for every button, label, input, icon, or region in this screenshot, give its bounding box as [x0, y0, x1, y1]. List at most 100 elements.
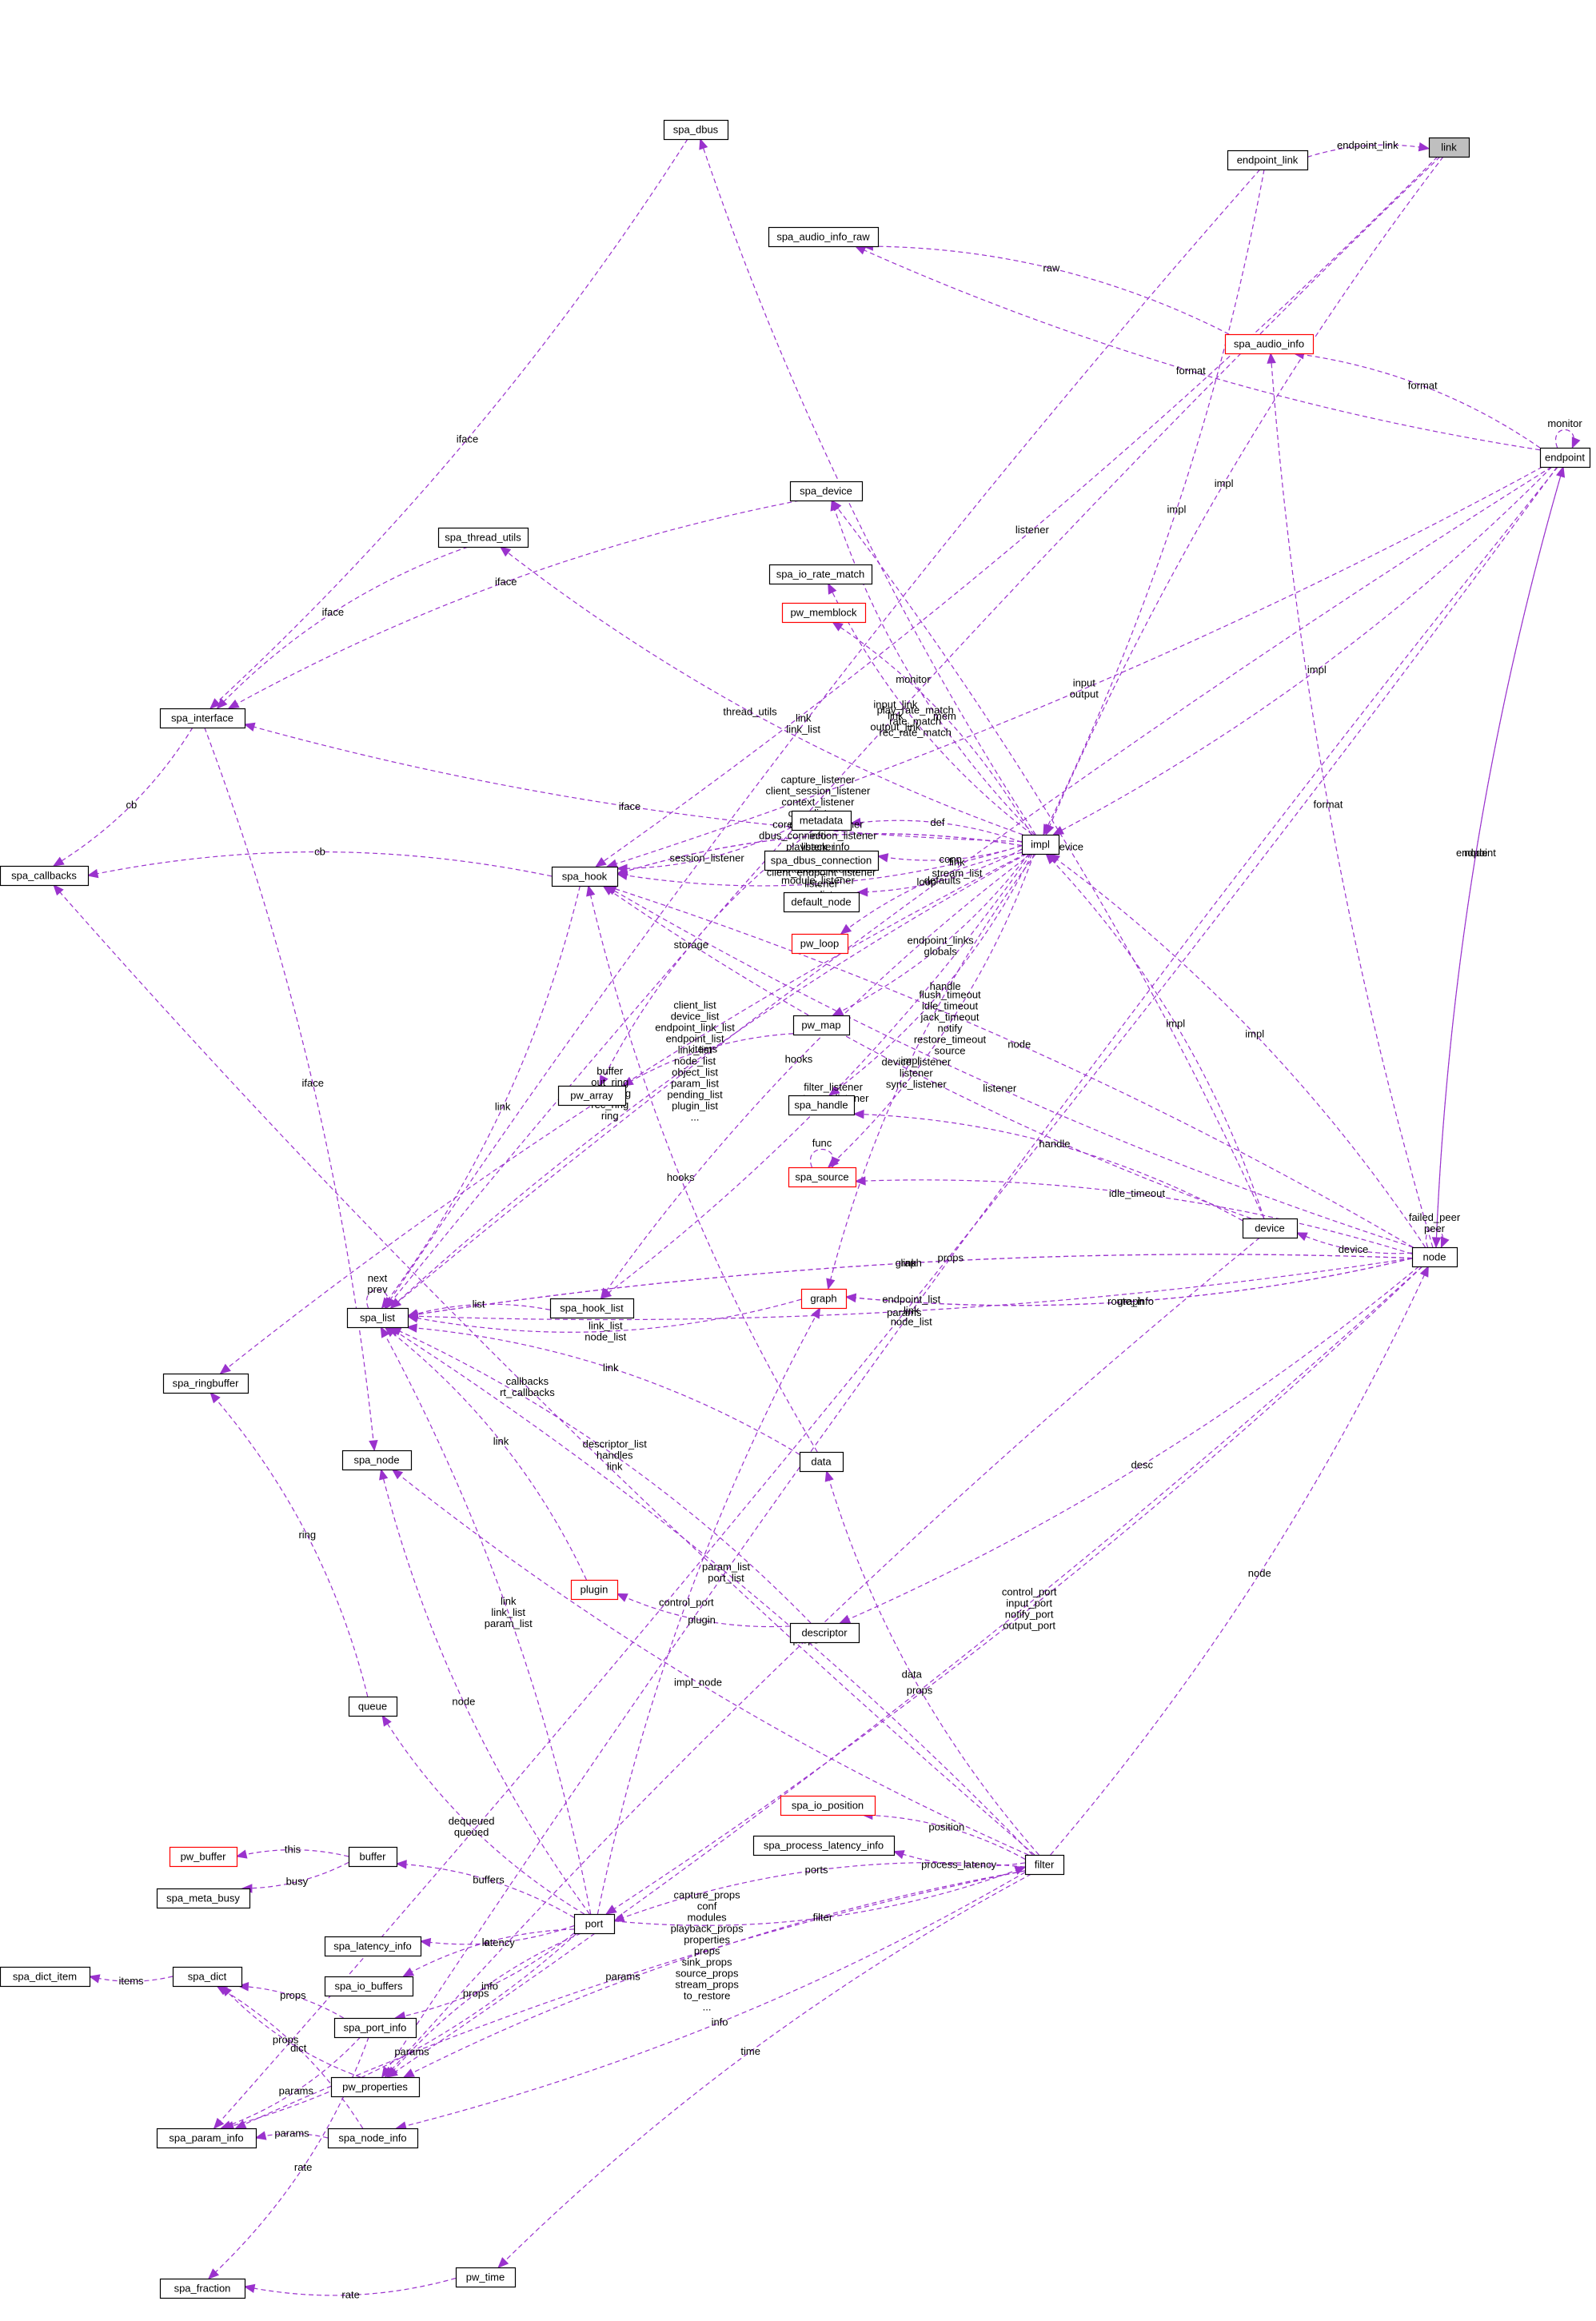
node-endpoint[interactable]: endpoint — [1539, 447, 1591, 469]
node-box — [780, 1795, 876, 1817]
node-pw_map[interactable]: pw_map — [792, 1015, 851, 1036]
edge-label: storage — [674, 939, 708, 951]
node-label: pw_properties — [342, 2081, 408, 2093]
node-spa_callbacks[interactable]: spa_callbacks — [0, 865, 90, 887]
node-spa_hook_list[interactable]: spa_hook_list — [549, 1298, 635, 1319]
node-spa_latency_info[interactable]: spa_latency_info — [324, 1936, 422, 1957]
node-spa_fraction[interactable]: spa_fraction — [159, 2278, 246, 2299]
node-pw_array[interactable]: pw_array — [557, 1085, 627, 1107]
node-spa_dict[interactable]: spa_dict — [172, 1966, 243, 1988]
node-pw_loop[interactable]: pw_loop — [791, 933, 849, 955]
edge-label: params — [887, 1306, 922, 1318]
edge-label: node_list — [891, 1316, 932, 1328]
node-spa_meta_busy[interactable]: spa_meta_busy — [156, 1888, 251, 1909]
edge-label: handles — [597, 1449, 633, 1461]
node-spa_io_rate_match[interactable]: spa_io_rate_match — [768, 564, 873, 585]
node-label: pw_loop — [800, 938, 839, 950]
edge-label: control_port — [1002, 1586, 1057, 1598]
node-label: pw_time — [466, 2271, 505, 2283]
edge-label: client_list — [673, 999, 716, 1011]
edge-arrowhead — [595, 857, 607, 867]
edge-arrowhead — [699, 138, 708, 150]
node-box — [764, 850, 880, 871]
edge-label: link — [495, 1101, 511, 1113]
edge-label: data — [902, 1669, 923, 1681]
node-spa_dbus_connection[interactable]: spa_dbus_connection — [764, 850, 880, 871]
node-queue[interactable]: queue — [348, 1696, 398, 1717]
edge-label: time — [740, 2045, 760, 2057]
node-spa_source[interactable]: spa_source — [788, 1166, 857, 1188]
node-spa_handle[interactable]: spa_handle — [788, 1095, 856, 1116]
node-buffer[interactable]: buffer — [348, 1846, 398, 1868]
edge-label: iface — [322, 606, 344, 618]
edge-arrowhead — [616, 863, 628, 874]
edge-buffer-to-pw_buffer — [236, 1849, 349, 1857]
edge-label: link — [493, 1435, 509, 1447]
node-pw_memblock[interactable]: pw_memblock — [781, 602, 867, 624]
node-spa_io_position[interactable]: spa_io_position — [780, 1795, 876, 1817]
node-data[interactable]: data — [799, 1451, 844, 1473]
node-plugin[interactable]: plugin — [570, 1579, 619, 1601]
edge-label: jack_timeout — [920, 1011, 980, 1023]
node-graph[interactable]: graph — [800, 1288, 848, 1310]
edge-port-to-filter — [613, 1866, 1026, 1926]
edge-label: ... — [813, 885, 822, 897]
node-spa_param_info[interactable]: spa_param_info — [156, 2128, 257, 2149]
node-spa_dbus[interactable]: spa_dbus — [663, 119, 729, 141]
node-endpoint_link[interactable]: endpoint_link — [1227, 150, 1309, 171]
node-spa_node_info[interactable]: spa_node_info — [327, 2128, 419, 2149]
edge-label: hooks — [785, 1053, 813, 1065]
node-pw_time[interactable]: pw_time — [455, 2267, 517, 2288]
node-spa_list[interactable]: spa_list — [346, 1307, 409, 1329]
node-device[interactable]: device — [1242, 1218, 1299, 1239]
edge-label: peer — [1424, 1222, 1446, 1234]
edge-arrowhead — [824, 1470, 834, 1482]
edge-metadata-to-pw_array — [599, 829, 814, 1087]
node-spa_hook[interactable]: spa_hook — [551, 866, 619, 887]
edge-label: loop — [916, 876, 936, 888]
node-filter[interactable]: filter — [1024, 1854, 1065, 1876]
edge-descriptor-to-plugin — [616, 1593, 791, 1628]
edge-arrowhead — [586, 884, 596, 897]
edge-label: source_props — [676, 1968, 739, 1980]
edge-arrowhead — [237, 1982, 249, 1992]
node-pw_properties[interactable]: pw_properties — [330, 2076, 421, 2098]
node-spa_device[interactable]: spa_device — [789, 481, 864, 502]
node-spa_thread_utils[interactable]: spa_thread_utils — [437, 527, 529, 548]
node-spa_dict_item[interactable]: spa_dict_item — [0, 1966, 91, 1988]
node-spa_port_info[interactable]: spa_port_info — [333, 2017, 417, 2039]
node-label: spa_node — [353, 1454, 399, 1466]
edge-arrowhead — [402, 2068, 415, 2078]
node-spa_io_buffers[interactable]: spa_io_buffers — [324, 1976, 414, 1997]
edge-label: defaults — [924, 874, 961, 886]
edge-arrowhead — [497, 2257, 509, 2268]
node-metadata[interactable]: metadata — [791, 810, 852, 831]
node-impl[interactable]: impl — [1021, 834, 1060, 855]
edge-impl-to-spa_thread_utils — [500, 546, 1023, 835]
edge-arrowhead — [612, 1912, 625, 1922]
node-pw_buffer[interactable]: pw_buffer — [169, 1846, 238, 1868]
edge-label: props — [463, 1987, 489, 1999]
node-spa_audio_info[interactable]: spa_audio_info — [1224, 333, 1315, 355]
edge-arrowhead — [844, 1293, 857, 1303]
node-descriptor[interactable]: descriptor — [789, 1622, 860, 1644]
edge-link-to-spa_hook — [595, 156, 1438, 867]
node-spa_process_latency_info[interactable]: spa_process_latency_info — [752, 1835, 896, 1856]
node-port[interactable]: port — [573, 1913, 616, 1935]
node-spa_audio_info_raw[interactable]: spa_audio_info_raw — [768, 226, 880, 248]
edge-arrowhead — [832, 1156, 840, 1169]
edge-arrowhead — [1295, 1232, 1308, 1242]
edge-label: items — [118, 1975, 144, 1987]
node-box — [327, 2128, 419, 2149]
node-spa_interface[interactable]: spa_interface — [159, 708, 246, 729]
node-node[interactable]: node — [1411, 1246, 1458, 1268]
node-spa_node[interactable]: spa_node — [341, 1450, 413, 1471]
edge-label: ... — [703, 2001, 712, 2013]
node-spa_ringbuffer[interactable]: spa_ringbuffer — [162, 1373, 249, 1394]
edge-device-to-spa_handle — [853, 1113, 1243, 1222]
node-link[interactable]: link — [1428, 137, 1470, 158]
node-default_node[interactable]: default_node — [783, 891, 860, 913]
edge-impl-to-spa_io_rate_match — [828, 583, 1033, 835]
node-box — [768, 226, 880, 248]
edge-label: rate — [294, 2161, 312, 2173]
